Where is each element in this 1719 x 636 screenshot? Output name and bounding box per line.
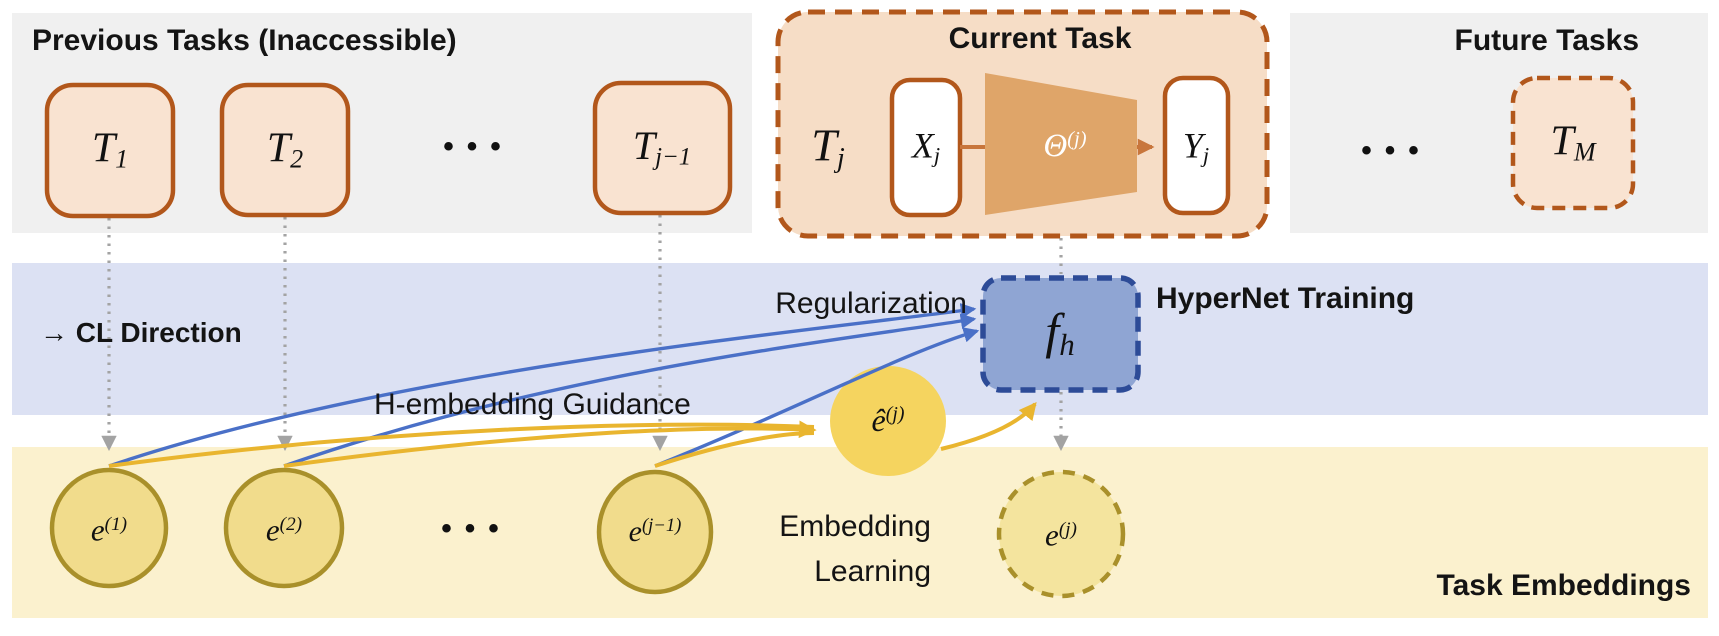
network-theta-label: Θ(j)	[1043, 127, 1087, 165]
estimated-embedding-label: ê(j)	[871, 402, 905, 438]
task-tm-label: TM	[1550, 118, 1596, 167]
future-tasks-ellipsis: •••	[1361, 134, 1432, 167]
hypernet-node-box	[980, 275, 1141, 393]
task-embeddings-title: Task Embeddings	[1436, 569, 1691, 602]
task-box-t1	[44, 82, 176, 219]
task-t2-label: T2	[266, 125, 304, 174]
task-box-t2	[219, 82, 351, 218]
regularization-arrow-ejm1	[654, 327, 980, 468]
embedding-circle-ejm1	[596, 469, 714, 595]
guidance-arrow-e2	[283, 420, 817, 468]
embedding-e1-label: e(1)	[90, 512, 128, 548]
network-trapezoid	[985, 73, 1137, 215]
embedding-ejm1-label: e(j−1)	[628, 514, 682, 549]
input-xj-label: Xj	[911, 125, 941, 168]
hypernet-training-title: HyperNet Training	[1156, 282, 1415, 315]
task-t1-label: T1	[91, 125, 129, 174]
regularization-label: Regularization	[775, 287, 967, 320]
embedding-circle-e1	[49, 467, 169, 589]
embedding-circle-ej	[996, 469, 1126, 599]
task-tj-label: Tj	[811, 119, 845, 174]
arrow-estimated-to-hypernet	[940, 401, 1037, 451]
guidance-arrow-ejm1	[654, 431, 815, 468]
embedding-e2-label: e(2)	[265, 512, 303, 548]
embedding-circle-e2	[223, 467, 345, 589]
previous-tasks-ellipsis: •••	[443, 130, 514, 163]
hypernet-fh-label: fh	[1045, 303, 1075, 362]
task-tjm1-label: Tj−1	[632, 122, 692, 171]
cl-direction-label: → CL Direction	[40, 317, 242, 348]
output-yj-label: Yj	[1182, 125, 1210, 168]
regularization-arrow-e2	[283, 313, 977, 468]
future-tasks-title: Future Tasks	[1454, 24, 1640, 57]
output-box-yj	[1162, 75, 1231, 216]
regularization-arrow-e1	[108, 303, 977, 468]
h-embedding-guidance-label: H-embedding Guidance	[374, 388, 691, 421]
previous-tasks-title: Previous Tasks (Inaccessible)	[32, 24, 457, 57]
estimated-embedding-circle	[830, 366, 946, 476]
task-box-tm	[1510, 75, 1636, 211]
task-box-tjm1	[592, 80, 733, 216]
guidance-arrow-e1	[108, 422, 815, 468]
future-tasks-panel	[1290, 13, 1708, 233]
current-task-title: Current Task	[948, 22, 1132, 55]
embeddings-ellipsis: •••	[441, 512, 512, 545]
embedding-ej-label: e(j)	[1045, 517, 1077, 553]
embedding-learning-label: Embedding Learning	[779, 510, 931, 588]
